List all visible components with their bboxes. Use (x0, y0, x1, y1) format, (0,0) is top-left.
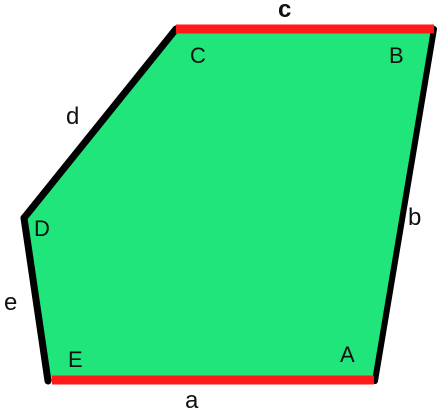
vertex-label-c: C (190, 43, 206, 68)
vertex-label-a: A (340, 342, 355, 367)
side-d-edge (20, 25, 180, 222)
vertex-label-b: B (389, 43, 404, 68)
side-b-edge (372, 26, 437, 384)
side-label-a: a (185, 387, 199, 412)
side-label-c: c (278, 0, 291, 23)
vertex-label-d: D (34, 216, 50, 241)
side-label-d: d (66, 103, 79, 130)
side-label-e: e (4, 289, 17, 316)
pentagon-shape (24, 29, 434, 381)
vertex-label-e: E (68, 347, 83, 372)
side-e-edge (20, 214, 52, 385)
side-label-b: b (408, 204, 421, 231)
